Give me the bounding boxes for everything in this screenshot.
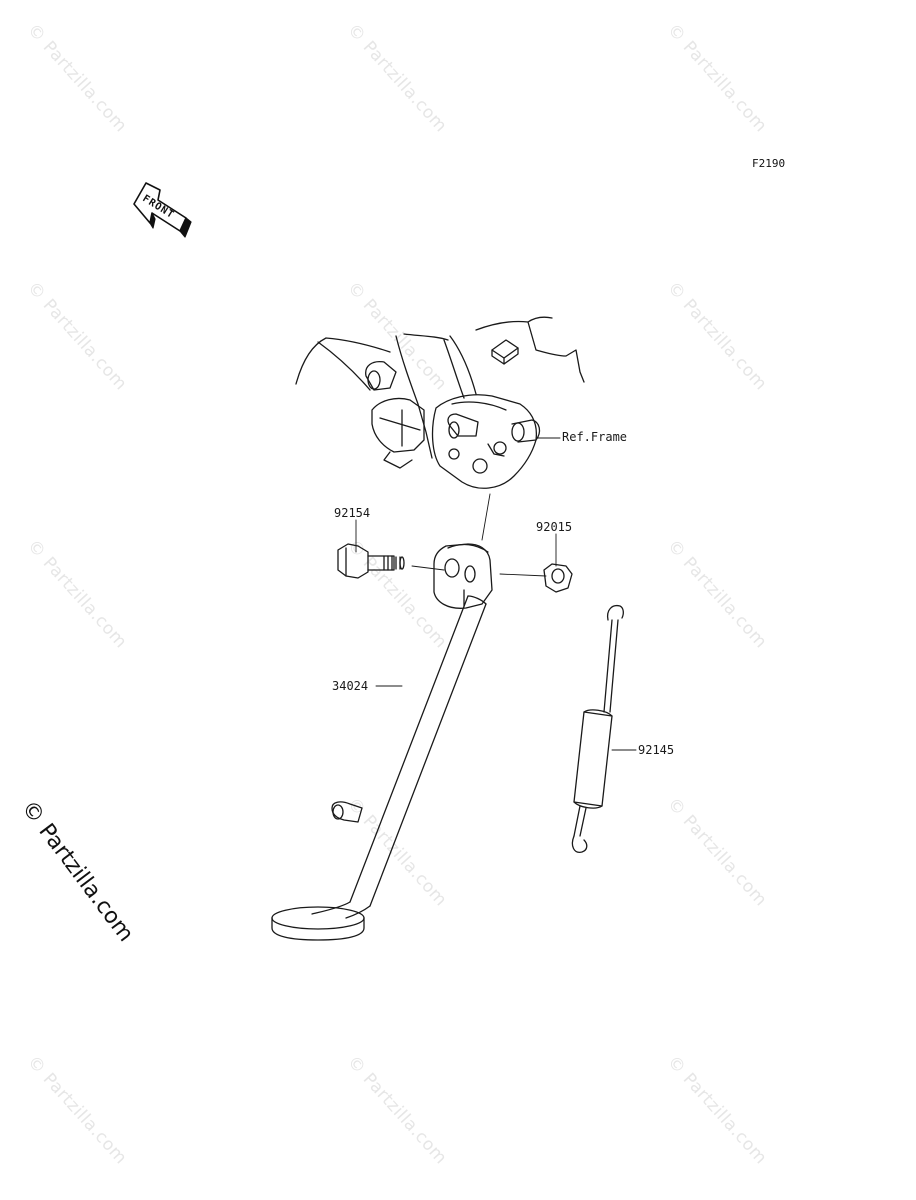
leader-lines [355,437,637,751]
nut-part [543,563,573,593]
front-arrow-icon: FRONT [133,182,192,238]
pivot-block-part [433,543,493,609]
callout-spring: 92145 [638,743,675,757]
callout-bolt: 92154 [334,506,371,520]
frame-reference [295,316,585,489]
callout-ref-frame: Ref.Frame [562,430,628,444]
figure-code: F2190 [752,157,785,170]
spring-part [571,604,624,853]
side-stand-part [271,595,487,941]
callout-nut: 92015 [536,520,573,534]
callout-side-stand: 34024 [332,679,369,693]
bolt-part [337,543,405,579]
